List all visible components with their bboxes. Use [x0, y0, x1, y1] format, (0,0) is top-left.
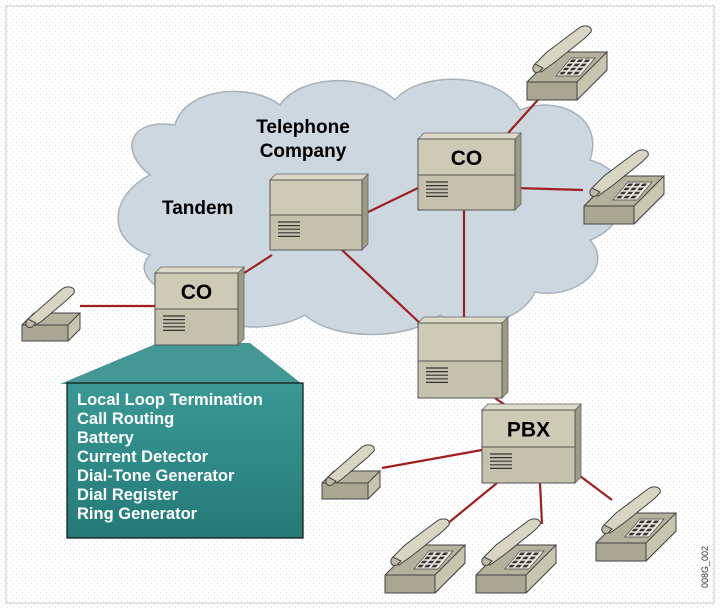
- co-right-switch-label: CO: [451, 147, 483, 170]
- tandem-switch: [269, 173, 369, 251]
- co-functions-callout: Local Loop Termination Call Routing Batt…: [60, 343, 304, 539]
- link-co-phone-right: [514, 186, 584, 192]
- function-4: Dial-Tone Generator: [77, 467, 235, 485]
- telephones: [21, 25, 677, 594]
- callout-box: [66, 382, 304, 539]
- frame-border: [5, 5, 715, 604]
- co-left-switch: CO: [154, 266, 245, 346]
- telephone-pbx-left: [321, 444, 381, 500]
- function-5: Dial Register: [77, 486, 178, 504]
- figure-code: 008G_002: [700, 546, 710, 588]
- function-0: Local Loop Termination: [77, 391, 263, 409]
- co-left-switch-label: CO: [181, 281, 213, 304]
- link-pbx-phone-bl: [446, 482, 498, 525]
- function-6: Ring Generator: [77, 505, 198, 523]
- function-3: Current Detector: [77, 448, 209, 466]
- pbx-switch-label: PBX: [507, 419, 550, 442]
- middle-switch: [417, 316, 509, 399]
- telephone-bottom-middle: [475, 518, 557, 594]
- link-tandem-co: [361, 187, 419, 216]
- link-pbx-phone-left: [381, 448, 483, 470]
- telephone-bottom-right: [595, 486, 677, 562]
- telephone-top-right: [526, 25, 608, 101]
- co-right-switch: CO: [417, 132, 522, 211]
- switch-boxes: CO CO PBX: [154, 132, 582, 484]
- network-links: [80, 91, 613, 525]
- link-pbx-phone-bm: [538, 482, 544, 525]
- function-2: Battery: [77, 429, 135, 447]
- function-1: Call Routing: [77, 410, 174, 428]
- tandem-label: Tandem: [162, 198, 233, 219]
- telephone-bottom-left: [384, 518, 466, 594]
- cloud-label-line1: Telephone: [256, 117, 350, 138]
- cloud-label-line2: Company: [260, 141, 347, 162]
- callout-beam: [60, 343, 302, 384]
- telephone-left: [21, 286, 81, 342]
- telephone-right: [583, 149, 665, 225]
- link-tandem-middle: [341, 249, 423, 326]
- pbx-switch: PBX: [481, 403, 582, 484]
